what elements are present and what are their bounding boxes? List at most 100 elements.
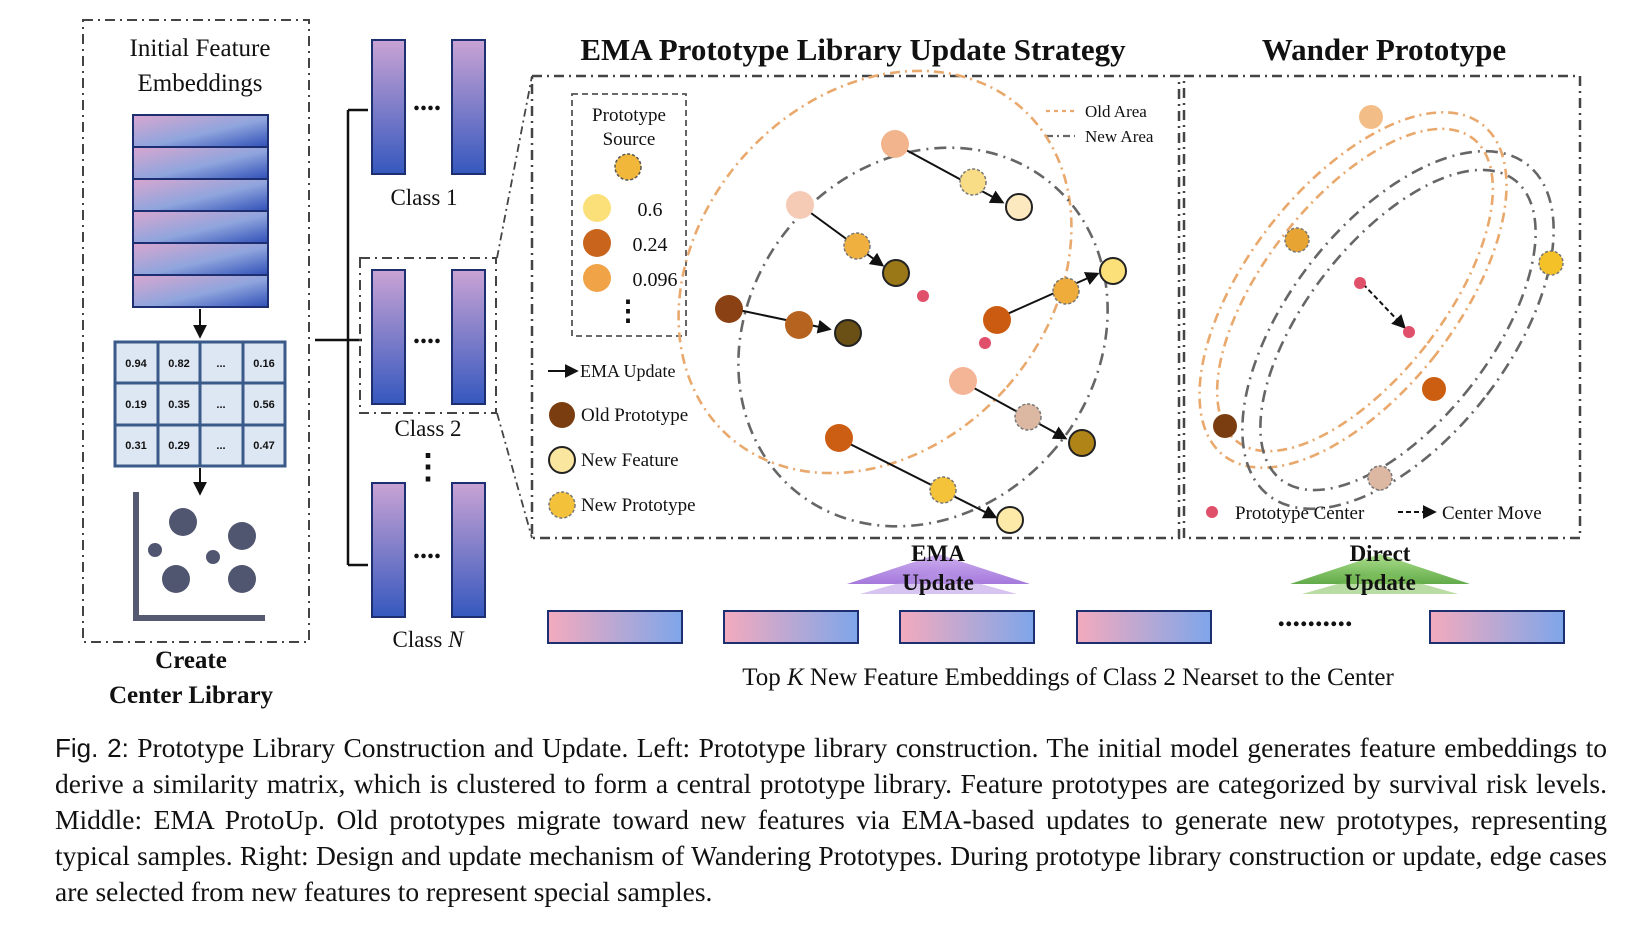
ema-update-arrows [728, 143, 1100, 519]
embedding-row [132, 178, 269, 212]
matrix-cell: 0.47 [253, 440, 274, 452]
zoom-line-top [496, 75, 533, 259]
wander-prototype [1213, 414, 1237, 438]
source-new-prototype-marker [614, 153, 642, 181]
new-feature [1068, 429, 1096, 457]
matrix-cell: ... [216, 399, 225, 411]
wander-panel-title: Wander Prototype [1262, 32, 1506, 67]
class2-column-b [451, 269, 486, 405]
class1-column-a [371, 39, 406, 175]
classN-label: Class N [393, 627, 466, 652]
top-k-embedding [899, 610, 1035, 644]
class2-column-a [371, 269, 406, 405]
old-prototype [825, 424, 853, 452]
matrix-cell: 0.56 [253, 399, 274, 411]
prototype-center-legend-label: Prototype Center [1235, 503, 1365, 524]
new-feature [882, 259, 910, 287]
new-prototype-legend-marker [548, 491, 576, 519]
figure-caption-text: Prototype Library Construction and Updat… [55, 732, 1607, 907]
wander-prototype [1538, 250, 1564, 276]
new-prototype [1014, 403, 1042, 431]
center-move-arrow [1362, 283, 1406, 330]
ema-update-legend-label: EMA Update [580, 361, 675, 381]
matrix-cell: 0.94 [125, 358, 147, 370]
matrix-cell: 0.29 [168, 440, 189, 452]
new-area-legend-label: New Area [1085, 127, 1154, 146]
wander-prototype [1422, 377, 1446, 401]
old-area-ellipse [677, 69, 1073, 475]
figure-caption-label: Fig. 2: [55, 733, 129, 763]
figure-caption: Fig. 2: Prototype Library Construction a… [55, 730, 1607, 910]
top-k-label: Top K New Feature Embeddings of Class 2 … [742, 664, 1394, 691]
new-feature-legend-marker [548, 446, 576, 474]
wander-prototype [1367, 465, 1393, 491]
prototype-center-old [1354, 277, 1366, 289]
new-prototype [959, 168, 987, 196]
old-prototype-legend-label: Old Prototype [581, 405, 688, 426]
new-feature [1005, 193, 1033, 221]
class1-label: Class 1 [390, 185, 457, 210]
similarity-matrix: 0.94 0.82 ... 0.16 0.19 0.35 ... 0.56 0.… [113, 340, 287, 468]
old-prototype [949, 367, 977, 395]
old-prototype [983, 306, 1011, 334]
cluster-plot [133, 492, 265, 621]
classN-column-b [451, 482, 486, 618]
top-k-label-var: K [786, 664, 805, 691]
top-k-ellipsis: .......... [1278, 600, 1353, 633]
top-k-label-suffix: New Feature Embeddings of Class 2 Nearse… [804, 664, 1395, 691]
class2-dots: .... [413, 319, 441, 350]
cluster-point [228, 565, 256, 593]
class-vertical-ellipsis: ⋮ [411, 449, 445, 486]
new-feature [834, 319, 862, 347]
classN-dots: .... [413, 534, 441, 565]
left-title-line1: Initial Feature [130, 35, 271, 62]
embedding-row [132, 146, 269, 180]
new-prototype-legend-label: New Prototype [581, 495, 696, 516]
weight-more-ellipsis: ⋮ [614, 296, 642, 327]
wander-panel: Wander Prototype Prototype Center Center… [1182, 32, 1582, 540]
classN-label-prefix: Class [393, 627, 449, 652]
cluster-point [169, 508, 197, 536]
weight-marker [583, 194, 611, 222]
ema-badge-line1: EMA [911, 541, 965, 566]
left-footer-line2: Center Library [109, 682, 274, 709]
embedding-row [132, 242, 269, 276]
direct-update-badge: Direct Update [1290, 541, 1470, 595]
prototype-source-title-2: Source [603, 129, 656, 150]
class1-dots: .... [413, 86, 441, 117]
embedding-stack [132, 114, 269, 308]
new-prototype [929, 476, 957, 504]
class2-highlight-frame [359, 257, 497, 414]
new-feature [1099, 257, 1127, 285]
prototype-source-box [571, 93, 687, 337]
weight-marker [583, 229, 611, 257]
cluster-point [206, 550, 220, 564]
new-feature [996, 506, 1024, 534]
weight-value: 0.6 [638, 199, 663, 221]
top-k-embedding [1076, 610, 1212, 644]
class2-label: Class 2 [394, 416, 461, 441]
class1-column-b [451, 39, 486, 175]
old-prototype [786, 191, 814, 219]
class-columns: .... Class 1 .... Class 2 ⋮ .... Class N [359, 39, 497, 652]
top-k-embeddings: .......... [547, 600, 1565, 644]
prototype-source-title-1: Prototype [592, 105, 666, 126]
prototype-center-new [1403, 326, 1415, 338]
old-prototype [881, 130, 909, 158]
wander-old-area-outer [1198, 111, 1508, 469]
ema-panel-frame [530, 74, 1181, 540]
old-prototype-legend-marker [549, 402, 575, 428]
wander-new-area-outer [1241, 149, 1555, 511]
left-footer-line1: Create [155, 647, 227, 674]
classN-label-var: N [447, 627, 465, 652]
direct-badge-line1: Direct [1350, 541, 1411, 566]
old-prototype [785, 311, 813, 339]
old-prototype [715, 295, 743, 323]
weight-value: 0.096 [633, 269, 678, 291]
matrix-cell: ... [216, 358, 225, 370]
matrix-cell: 0.82 [168, 358, 189, 370]
cluster-point [162, 565, 190, 593]
matrix-cell: ... [216, 440, 225, 452]
embedding-row [132, 114, 269, 148]
